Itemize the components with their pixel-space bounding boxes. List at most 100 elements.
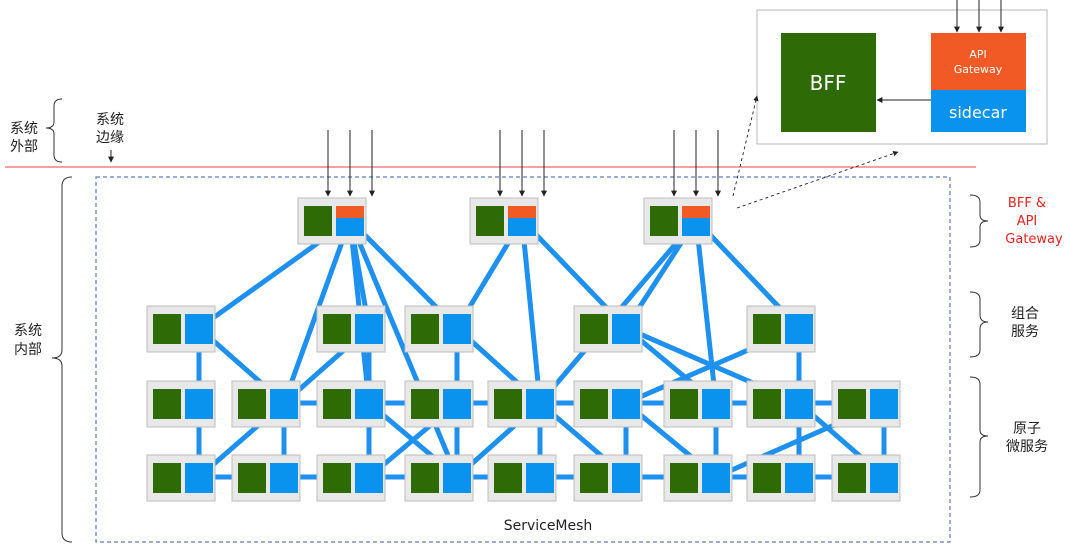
label-edge-1: 系统 bbox=[96, 112, 124, 128]
inbound-arrows bbox=[325, 130, 721, 197]
composite-node-2 bbox=[316, 305, 386, 353]
service-block bbox=[411, 463, 439, 493]
connection-line bbox=[519, 217, 543, 406]
bff-block bbox=[781, 33, 876, 132]
atomic-node-r2-9 bbox=[831, 454, 901, 502]
atomic-node-r2-1 bbox=[146, 454, 216, 502]
api-gateway-block bbox=[931, 33, 1026, 90]
gateway-block bbox=[336, 206, 364, 218]
service-block bbox=[153, 314, 181, 344]
sidecar-block bbox=[612, 389, 640, 419]
outside-bracket bbox=[45, 98, 63, 163]
inside-bracket bbox=[51, 176, 73, 543]
atomic-node-r2-4 bbox=[404, 454, 474, 502]
service-block bbox=[323, 314, 351, 344]
label-bff-gateway-2: API bbox=[1017, 214, 1038, 229]
service-block bbox=[411, 314, 439, 344]
label-bff-gateway-3: Gateway bbox=[1005, 232, 1063, 247]
atomic-node-r1-8 bbox=[746, 380, 816, 428]
atomic-node-r2-5 bbox=[487, 454, 557, 502]
gateway-block bbox=[508, 206, 536, 218]
service-block bbox=[580, 389, 608, 419]
composite-bracket bbox=[969, 291, 989, 358]
api-gateway-label-line1: API bbox=[969, 48, 986, 61]
sidecar-block bbox=[612, 463, 640, 493]
service-mesh-label: ServiceMesh bbox=[504, 518, 593, 534]
service-block bbox=[238, 389, 266, 419]
sidecar-block bbox=[270, 389, 298, 419]
sidecar-block bbox=[702, 463, 730, 493]
atomic-node-r2-2 bbox=[231, 454, 301, 502]
atomic-node-r1-6 bbox=[573, 380, 643, 428]
atomic-node-r2-8 bbox=[746, 454, 816, 502]
service-block bbox=[753, 389, 781, 419]
atomic-node-r1-3 bbox=[316, 380, 386, 428]
sidecar-block bbox=[270, 463, 298, 493]
sidecar-block bbox=[785, 314, 813, 344]
service-block bbox=[323, 389, 351, 419]
service-block bbox=[753, 463, 781, 493]
atomic-node-r1-9 bbox=[831, 380, 901, 428]
service-block bbox=[838, 389, 866, 419]
service-block bbox=[580, 314, 608, 344]
service-block bbox=[153, 463, 181, 493]
service-nodes bbox=[146, 197, 901, 502]
label-composite-1: 组合 bbox=[1011, 306, 1039, 322]
label-bff-gateway-1: BFF & bbox=[1008, 196, 1046, 211]
atomic-node-r1-2 bbox=[231, 380, 301, 428]
sidecar-block bbox=[355, 314, 383, 344]
sidecar-block bbox=[870, 463, 898, 493]
atomic-node-r1-5 bbox=[487, 380, 557, 428]
label-atomic-1: 原子 bbox=[1013, 421, 1041, 437]
service-block bbox=[838, 463, 866, 493]
sidecar-label: sidecar bbox=[949, 103, 1007, 122]
sidecar-block bbox=[443, 463, 471, 493]
label-outside-1: 系统 bbox=[10, 121, 38, 137]
label-outside-2: 外部 bbox=[10, 139, 38, 155]
atomic-node-r2-3 bbox=[316, 454, 386, 502]
api-gateway-label-line2: Gateway bbox=[954, 63, 1003, 76]
sidecar-block bbox=[355, 463, 383, 493]
gateway-bracket bbox=[969, 194, 989, 248]
atomic-bracket bbox=[969, 376, 989, 498]
service-block bbox=[238, 463, 266, 493]
sidecar-block bbox=[336, 218, 364, 236]
connection-line bbox=[347, 217, 460, 480]
composite-node-1 bbox=[146, 305, 216, 353]
service-block bbox=[753, 314, 781, 344]
gateway-node-1 bbox=[297, 197, 367, 245]
sidecar-block bbox=[443, 389, 471, 419]
service-block bbox=[494, 463, 522, 493]
sidecar-block bbox=[185, 463, 213, 493]
gateway-block bbox=[682, 206, 710, 218]
sidecar-block bbox=[526, 463, 554, 493]
gateway-node-3 bbox=[643, 197, 713, 245]
label-edge-2: 边缘 bbox=[96, 130, 124, 146]
service-block bbox=[580, 463, 608, 493]
label-atomic-2: 微服务 bbox=[1006, 439, 1048, 455]
service-block bbox=[670, 389, 698, 419]
atomic-node-r1-4 bbox=[404, 380, 474, 428]
gateway-node-2 bbox=[469, 197, 539, 245]
sidecar-block bbox=[355, 389, 383, 419]
composite-node-5 bbox=[746, 305, 816, 353]
bff-label: BFF bbox=[810, 71, 847, 95]
composite-node-4 bbox=[573, 305, 643, 353]
atomic-node-r1-7 bbox=[663, 380, 733, 428]
sidecar-block bbox=[931, 90, 1026, 132]
service-mesh-boundary bbox=[95, 176, 951, 543]
service-block bbox=[650, 206, 678, 236]
zoom-line-lower bbox=[736, 151, 899, 209]
service-block bbox=[411, 389, 439, 419]
service-block bbox=[153, 389, 181, 419]
service-block bbox=[476, 206, 504, 236]
service-block bbox=[323, 463, 351, 493]
label-composite-2: 服务 bbox=[1011, 324, 1039, 340]
sidecar-block bbox=[185, 314, 213, 344]
sidecar-block bbox=[702, 389, 730, 419]
service-block bbox=[494, 389, 522, 419]
label-inside-2: 内部 bbox=[14, 342, 42, 358]
sidecar-block bbox=[526, 389, 554, 419]
sidecar-block bbox=[612, 314, 640, 344]
label-inside-1: 系统 bbox=[14, 323, 42, 339]
